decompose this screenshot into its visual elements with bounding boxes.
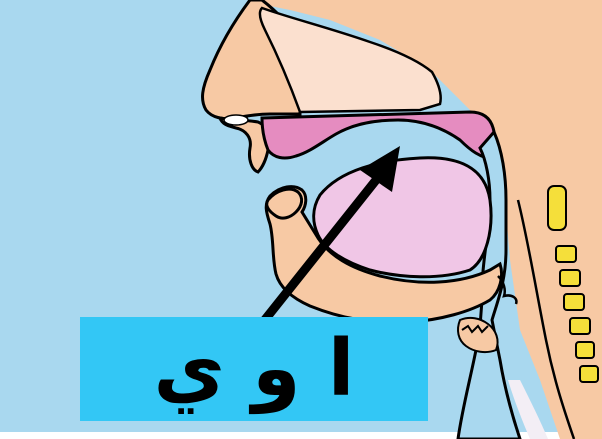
vertebra: [570, 318, 590, 334]
sound-letters: ا و ي: [80, 317, 428, 421]
vertebra: [560, 270, 580, 286]
upper-teeth: [224, 115, 248, 125]
vertebra: [556, 246, 576, 262]
vertebra: [576, 342, 594, 358]
vertebra: [580, 366, 598, 382]
vertebra: [548, 186, 566, 230]
vertebra: [564, 294, 584, 310]
sound-label-box: ا و ي: [80, 317, 428, 421]
